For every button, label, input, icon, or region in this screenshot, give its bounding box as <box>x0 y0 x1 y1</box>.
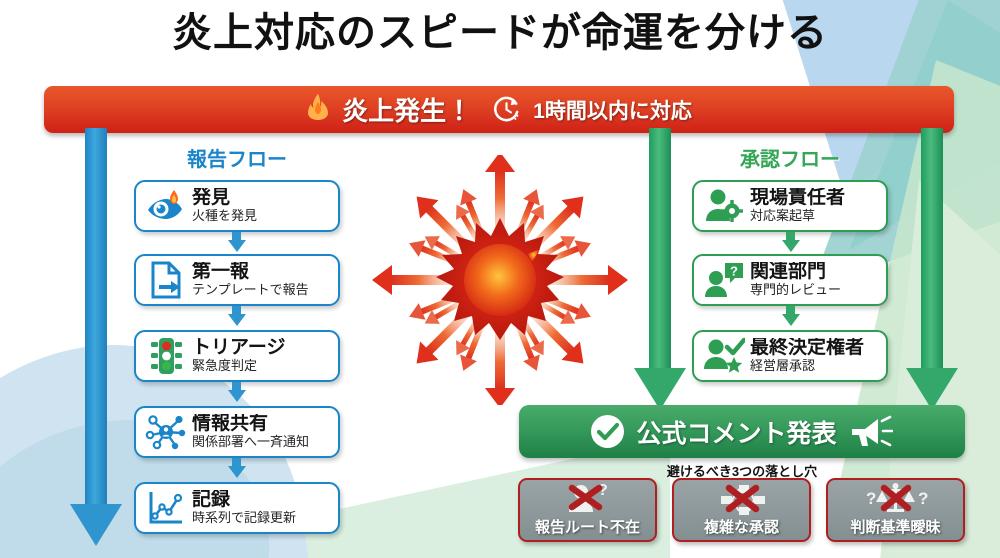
alert-banner-subtext: 1時間以内に対応 <box>533 99 692 123</box>
traffic-light-icon <box>144 335 188 377</box>
pitfall-item-0[interactable]: ? 報告ルート不在 <box>518 478 657 542</box>
pitfall-label: 判断基準曖昧 <box>850 519 941 536</box>
clock-icon <box>492 95 521 124</box>
svg-text:?: ? <box>598 482 608 499</box>
connector-arrow <box>228 314 246 326</box>
arrow-head <box>634 368 686 410</box>
report-step-1[interactable]: 第一報 テンプレートで報告 <box>134 254 340 306</box>
connector-arrow <box>228 390 246 402</box>
report-step-3[interactable]: 情報共有 関係部署へ一斉通知 <box>134 406 340 458</box>
report-flow-header: 報告フロー <box>187 149 287 171</box>
approval-step-0[interactable]: 現場責任者 対応案起草 <box>692 180 888 232</box>
check-circle-icon <box>591 415 625 448</box>
svg-text:?: ? <box>730 264 738 279</box>
pitfall-item-2[interactable]: ? ? 判断基準曖昧 <box>826 478 965 542</box>
network-share-icon <box>144 411 188 453</box>
step-subtitle: 専門的レビュー <box>750 282 842 298</box>
step-title: 発見 <box>192 188 231 209</box>
line-chart-icon <box>144 487 188 529</box>
flowchart-crossed-icon <box>674 482 809 516</box>
report-step-2[interactable]: トリアージ 緊急度判定 <box>134 330 340 382</box>
connector-arrow <box>782 314 800 326</box>
step-title: トリアージ <box>192 338 286 359</box>
report-step-0[interactable]: 発見 火種を発見 <box>134 180 340 232</box>
person-gear-icon <box>702 185 746 227</box>
arrow-head <box>70 504 122 546</box>
report-step-4[interactable]: 記録 時系列で記録更新 <box>134 482 340 534</box>
connector-stem <box>786 306 795 314</box>
step-subtitle: テンプレートで報告 <box>192 282 309 298</box>
pitfall-caption: 避けるべき3つの落とし穴 <box>666 464 818 479</box>
step-title: 現場責任者 <box>750 188 846 209</box>
person-check-star-icon <box>702 335 746 377</box>
arrow-shaft <box>921 128 943 370</box>
person-question-icon: ? <box>702 259 746 301</box>
step-subtitle: 関係部署へ一斉通知 <box>192 434 310 450</box>
step-text: トリアージ 緊急度判定 <box>192 338 285 374</box>
document-out-icon <box>144 259 188 301</box>
pitfall-item-1[interactable]: 複雑な承認 <box>672 478 811 542</box>
megaphone-icon <box>849 415 893 449</box>
arrow-head <box>906 368 958 410</box>
step-title: 情報共有 <box>192 414 269 435</box>
arrow-shaft <box>649 128 671 370</box>
step-subtitle: 緊急度判定 <box>192 358 258 374</box>
connector-stem <box>232 382 241 390</box>
approval-step-2[interactable]: 最終決定権者 経営層承認 <box>692 330 888 382</box>
step-title: 第一報 <box>192 262 250 283</box>
connector-arrow <box>228 466 246 478</box>
step-text: 第一報 テンプレートで報告 <box>192 262 309 298</box>
step-title: 最終決定権者 <box>750 338 865 359</box>
step-subtitle: 時系列で記録更新 <box>192 510 297 526</box>
approval-step-1[interactable]: ? 関連部門 専門的レビュー <box>692 254 888 306</box>
scales-question-crossed-icon: ? ? <box>828 482 963 516</box>
step-text: 現場責任者 対応案起草 <box>750 188 845 224</box>
approval-flow-arrow-outer <box>902 128 962 410</box>
connector-stem <box>232 458 241 466</box>
step-text: 関連部門 専門的レビュー <box>750 262 841 298</box>
step-subtitle: 火種を発見 <box>192 208 258 224</box>
step-subtitle: 対応案起草 <box>750 208 816 224</box>
pitfall-label: 複雑な承認 <box>703 519 779 536</box>
approval-flow-arrow-inner <box>630 128 690 410</box>
step-text: 記録 時系列で記録更新 <box>192 490 296 526</box>
alert-banner: 炎上発生！ 1時間以内に対応 <box>44 86 954 133</box>
connector-stem <box>786 232 795 240</box>
svg-text:?: ? <box>866 489 876 508</box>
svg-text:?: ? <box>918 489 928 508</box>
step-subtitle: 経営層承認 <box>750 358 816 374</box>
step-title: 記録 <box>192 490 231 511</box>
alert-banner-text: 炎上発生！ <box>342 96 473 126</box>
page-title: 炎上対応のスピードが命運を分ける <box>172 11 828 55</box>
connector-stem <box>232 232 241 240</box>
pitfall-label: 報告ルート不在 <box>534 519 640 536</box>
step-title: 関連部門 <box>750 262 827 283</box>
report-flow-arrow <box>66 128 126 546</box>
connector-stem <box>232 306 241 314</box>
connector-arrow <box>782 240 800 252</box>
eye-flame-icon <box>144 185 188 227</box>
explosion-burst-icon <box>365 152 635 408</box>
step-text: 情報共有 関係部署へ一斉通知 <box>192 414 309 450</box>
connector-arrow <box>228 240 246 252</box>
arrow-shaft <box>85 128 107 506</box>
result-banner: 公式コメント発表 <box>519 405 965 458</box>
approval-flow-header: 承認フロー <box>740 149 840 171</box>
result-banner-text: 公式コメント発表 <box>636 419 837 448</box>
step-text: 最終決定権者 経営層承認 <box>750 338 864 374</box>
person-question-crossed-icon: ? <box>520 482 655 516</box>
flame-icon <box>306 93 330 126</box>
step-text: 発見 火種を発見 <box>192 188 257 224</box>
